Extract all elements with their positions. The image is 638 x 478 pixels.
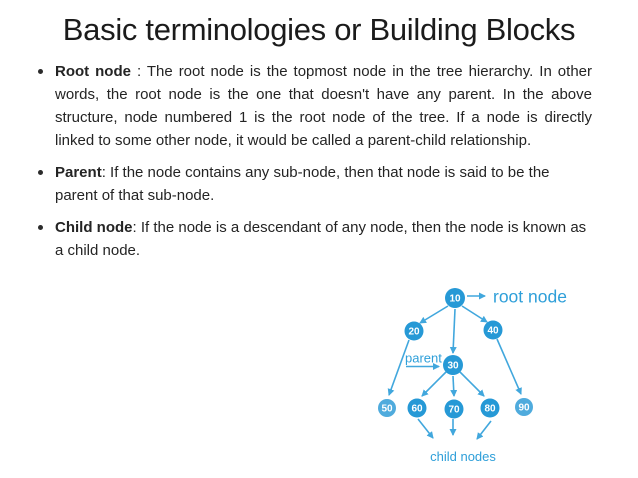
edge-10-40 — [461, 305, 488, 323]
tree-node-30 — [443, 355, 463, 375]
node-value: 20 — [408, 327, 420, 338]
edge-10-30 — [449, 308, 457, 354]
tree-node-60 — [407, 398, 427, 418]
bullet-parent: Parent: If the node contains any sub-nod… — [36, 161, 592, 207]
node-value: 70 — [448, 405, 460, 416]
bullet-term: Parent — [55, 164, 102, 181]
bullet-text: : The root node is the topmost node in t… — [55, 63, 592, 149]
bullet-term: Root node — [55, 63, 131, 80]
edge-30-80 — [459, 371, 485, 397]
bullet-text: : If the node is a descendant of any nod… — [55, 219, 587, 259]
tree-node-10 — [445, 288, 465, 308]
node-value: 10 — [449, 294, 461, 305]
tree-node-80 — [480, 398, 500, 418]
tree-node-40 — [483, 320, 503, 340]
edge-30-70 — [450, 375, 458, 397]
node-value: 40 — [487, 326, 499, 337]
tree-node-numbers: 10 20 40 30 50 60 70 80 90 — [381, 294, 530, 416]
tree-node-70 — [444, 399, 464, 419]
tree-edges — [387, 292, 522, 440]
edge-60-childlabel — [417, 418, 434, 439]
edge-80-childlabel — [476, 420, 492, 440]
node-value: 60 — [411, 404, 423, 415]
slide-title: Basic terminologies or Building Blocks — [62, 12, 576, 47]
edge-40-90 — [496, 338, 522, 395]
bullet-list: Root node : The root node is the topmost… — [36, 60, 592, 271]
parent-label: parent — [405, 351, 442, 366]
edge-20-50 — [387, 339, 410, 396]
tree-diagram: 10 20 40 30 50 60 70 80 90 root node par… — [378, 287, 567, 464]
bullet-term: Child node — [55, 219, 133, 236]
tree-node-90 — [515, 398, 533, 416]
node-value: 90 — [518, 403, 530, 414]
bullet-text: : If the node contains any sub-node, the… — [55, 164, 550, 204]
node-value: 50 — [381, 404, 393, 415]
tree-nodes — [378, 288, 533, 419]
tree-node-50 — [378, 399, 396, 417]
bullet-root-node: Root node : The root node is the topmost… — [36, 60, 592, 152]
tree-node-20 — [404, 321, 424, 341]
node-value: 80 — [484, 404, 496, 415]
edge-30-60 — [421, 371, 447, 397]
edge-10-20 — [419, 305, 449, 324]
child-nodes-label: child nodes — [430, 449, 496, 464]
bullet-child-node: Child node: If the node is a descendant … — [36, 216, 592, 262]
root-node-label: root node — [493, 287, 567, 307]
node-value: 30 — [447, 361, 459, 372]
